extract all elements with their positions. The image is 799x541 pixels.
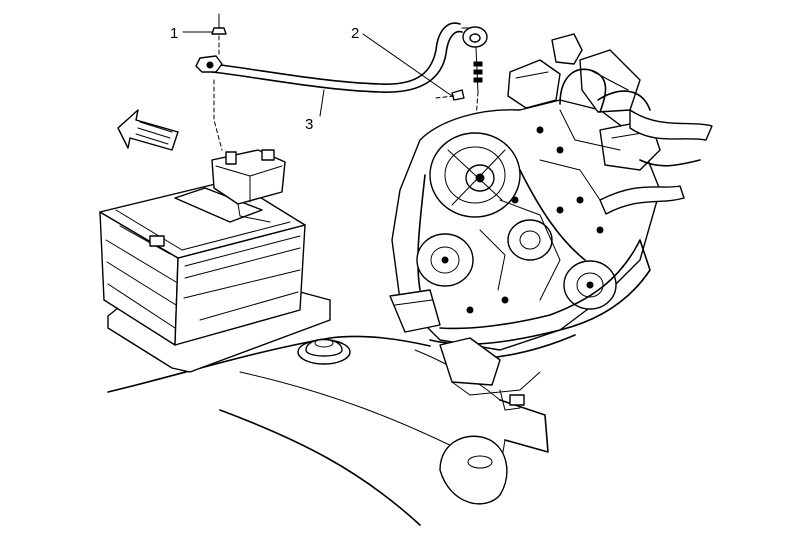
battery-cable-bolt (211, 13, 227, 151)
body-grommet (297, 338, 351, 365)
battery (99, 149, 331, 373)
callout-leaders (182, 31, 453, 117)
engine-mount (389, 289, 541, 411)
negative-battery-cable (195, 22, 488, 93)
callout-2: 2 (351, 25, 359, 42)
radiator-hoses (429, 68, 713, 361)
rubber-plug (439, 435, 508, 505)
engine-ground-bolt (435, 47, 483, 201)
forward-direction-arrow-icon (117, 109, 179, 151)
callout-1: 1 (170, 25, 178, 42)
callout-3: 3 (305, 116, 313, 133)
